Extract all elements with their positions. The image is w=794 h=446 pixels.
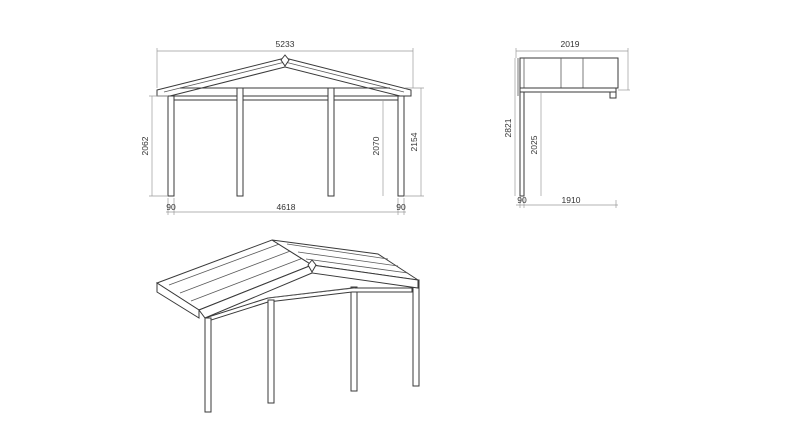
front-roof-left	[156, 57, 286, 97]
front-roof-right	[284, 57, 412, 97]
dim-label-2821: 2821	[503, 118, 513, 137]
side-beam	[519, 87, 617, 93]
side-view: 2019 2821 2025 90 1910	[503, 39, 630, 208]
dim-label-90-side: 90	[517, 195, 527, 205]
dim-label-90-left: 90	[166, 202, 176, 212]
persp-post-back-2	[412, 279, 420, 387]
front-dim-height-inner-right: 2070	[371, 100, 384, 196]
front-dim-bottom: 90 4618 90	[166, 198, 406, 215]
side-beam-end	[609, 91, 617, 99]
dim-label-4618: 4618	[277, 202, 296, 212]
persp-ridge-cap	[307, 259, 317, 274]
side-dim-overall-height: 2821	[503, 58, 516, 196]
persp-post-front-1	[204, 317, 212, 413]
side-dim-overall-depth: 2019	[515, 39, 630, 91]
persp-post-front-2	[267, 299, 275, 404]
front-dim-overall-width: 5233	[156, 39, 414, 88]
front-post-2	[236, 87, 244, 197]
dim-label-2019: 2019	[561, 39, 580, 49]
perspective-view	[155, 239, 420, 413]
side-post	[519, 91, 525, 197]
front-post-4	[397, 95, 405, 197]
persp-post-back-1	[350, 286, 358, 392]
side-roof-outline	[519, 57, 619, 89]
dim-label-2070: 2070	[371, 136, 381, 155]
dim-label-5233: 5233	[276, 39, 295, 49]
side-dim-bottom: 90 1910	[516, 195, 618, 208]
front-post-3	[327, 87, 335, 197]
front-post-1	[167, 95, 175, 197]
dim-label-2154: 2154	[409, 132, 419, 151]
front-view: 5233 2062 2070 2154 90	[140, 39, 424, 215]
front-dim-height-outer-right: 2154	[405, 87, 424, 197]
front-dim-height-left: 2062	[140, 95, 168, 197]
persp-fascia-left	[156, 282, 200, 319]
dim-label-1910: 1910	[562, 195, 581, 205]
dim-label-2025: 2025	[529, 135, 539, 154]
front-ridge-cap	[280, 54, 290, 67]
dim-label-90-right: 90	[396, 202, 406, 212]
side-dim-post-height: 2025	[529, 92, 542, 196]
dim-label-2062: 2062	[140, 136, 150, 155]
